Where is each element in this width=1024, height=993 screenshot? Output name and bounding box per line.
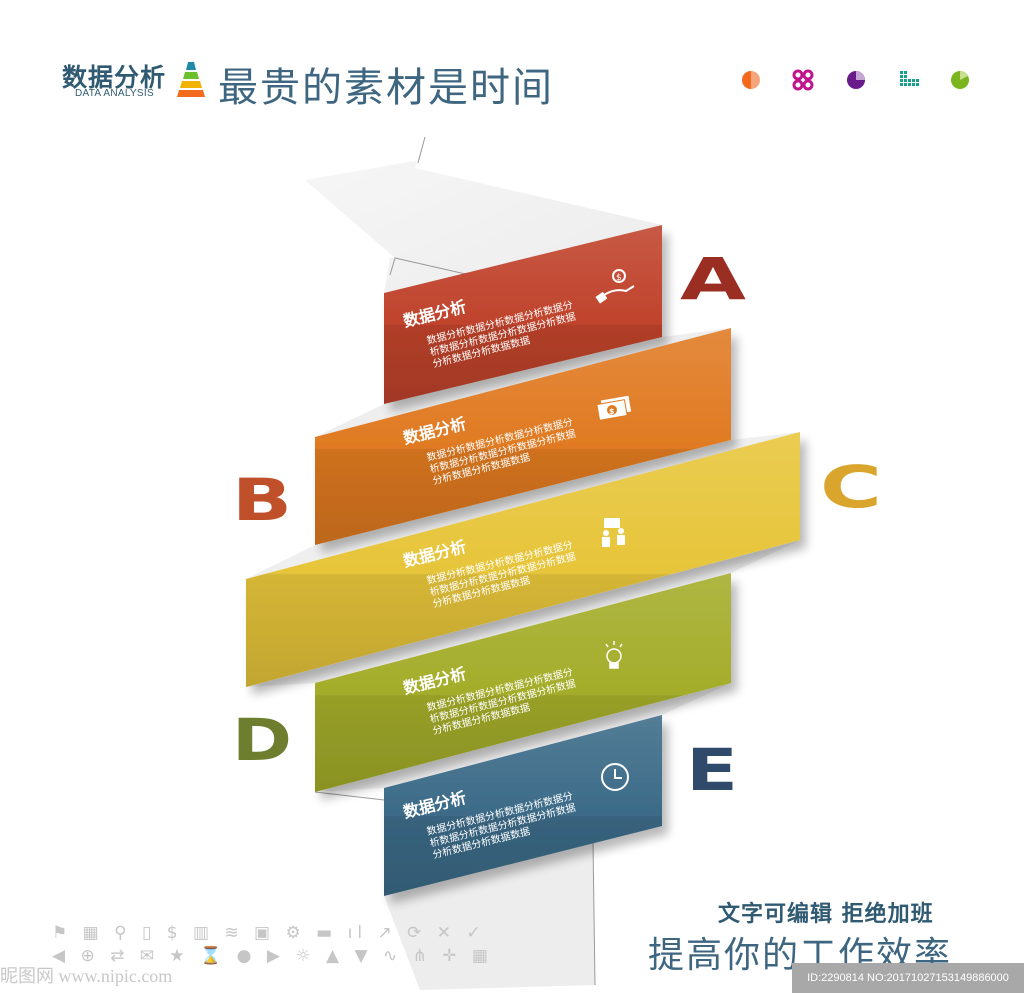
step-panel-e — [384, 715, 662, 896]
step-panel-d — [315, 573, 731, 792]
four-rings-icon — [792, 69, 814, 91]
corner-icons — [742, 69, 969, 91]
half-pie-icon — [742, 71, 760, 89]
icon-set-row-2: ◀ ⊕ ⇄ ✉ ★ ⌛ ● ▶ ☼ ▲ ▼ ∿ ⋔ ✛ ▦ — [52, 946, 493, 966]
step-b-letter: B — [232, 466, 292, 534]
headline: 最贵的素材是时间 — [218, 65, 554, 111]
watermark-id: ID:2290814 NO:20171027153149886000 — [792, 963, 1024, 993]
step-d-letter: D — [232, 706, 292, 774]
brand-subtitle: DATA ANALYSIS — [75, 88, 154, 99]
watermark-site: 昵图网 www.nipic.com — [0, 966, 173, 986]
brand-title: 数据分析 — [62, 63, 167, 92]
step-a-letter: A — [680, 245, 746, 313]
cash-stack-icon: $ — [596, 395, 632, 421]
clock-icon — [601, 763, 629, 791]
svg-text:$: $ — [609, 407, 615, 416]
people-chat-icon — [602, 518, 625, 547]
lightbulb-icon — [605, 641, 623, 669]
step-c-letter: C — [820, 453, 882, 521]
pyramid-logo-icon — [177, 62, 205, 97]
step-panel-c — [246, 432, 800, 687]
step-panel-a — [384, 225, 662, 404]
icon-set-row-1: ⚑ ▦ ⚲ ▯ $ ▥ ≋ ▣ ⚙ ▬ ıl ↗ ⟳ ✕ ✓ — [52, 923, 486, 943]
svg-text:$: $ — [616, 273, 622, 283]
dot-grid-icon — [900, 71, 919, 86]
pie-slice-icon — [951, 71, 969, 89]
pie-chart-icon — [847, 71, 865, 89]
step-e-letter: E — [686, 736, 738, 804]
hand-coin-icon: $ — [595, 269, 635, 304]
tagline-editable: 文字可编辑 拒绝加班 — [718, 902, 934, 927]
step-panel-b — [315, 328, 731, 545]
